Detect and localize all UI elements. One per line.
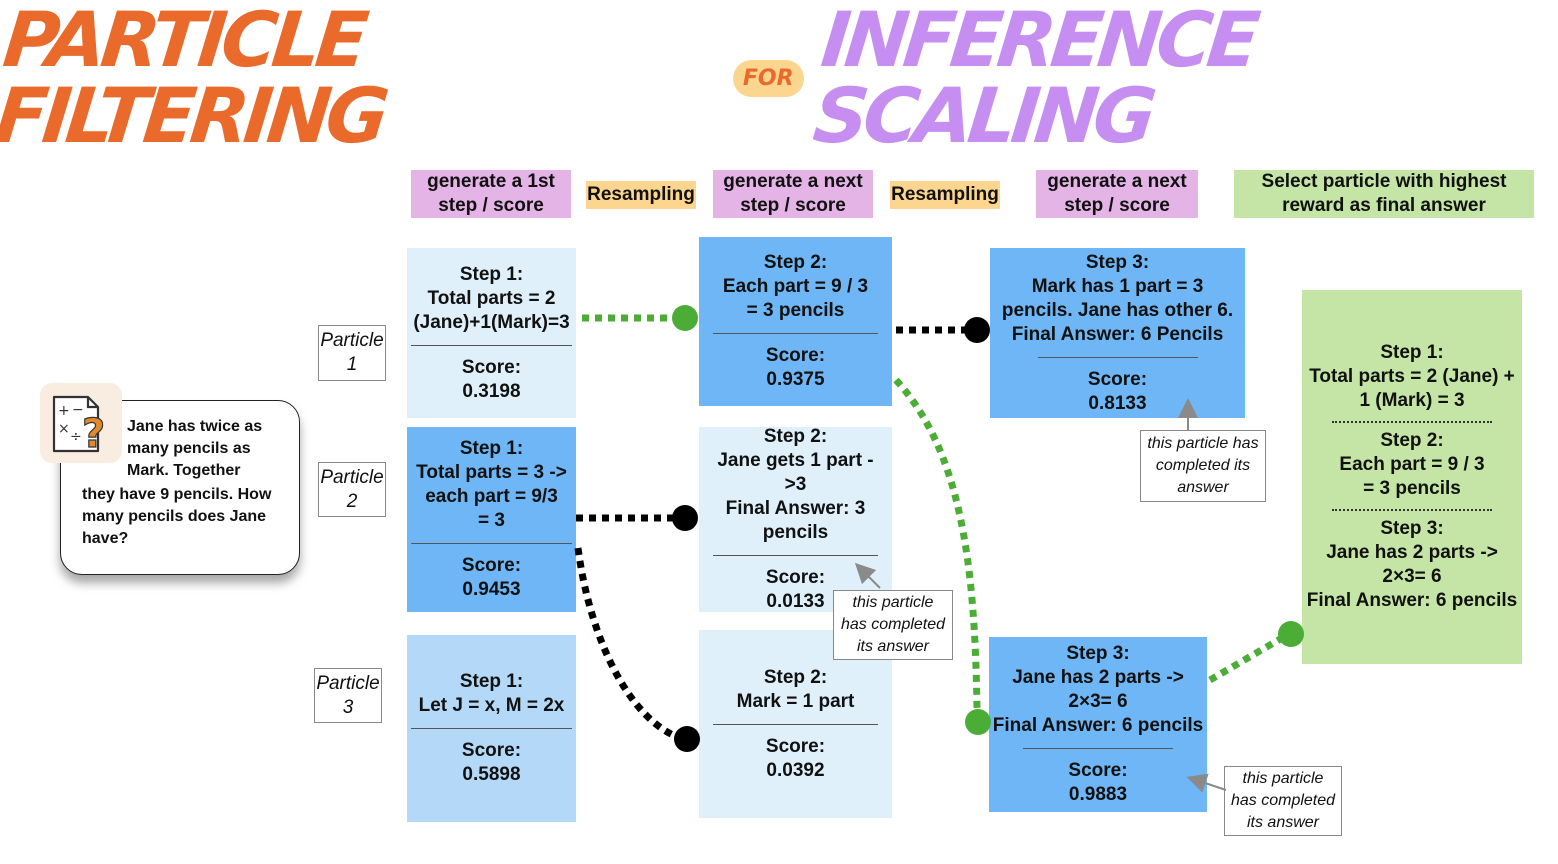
divider — [411, 543, 572, 544]
score-text: Score: 0.3198 — [461, 356, 522, 402]
link-node — [674, 726, 700, 752]
question-line: have? — [82, 530, 129, 547]
step3-box-a: Step 3: Mark has 1 part = 3 pencils. Jan… — [990, 248, 1245, 418]
header-generate-first-step: generate a 1st step / score — [411, 170, 571, 218]
step1-particle2-box: Step 1: Total parts = 3 -> each part = 9… — [407, 427, 576, 612]
score-text: Score: 0.8133 — [1087, 368, 1148, 414]
score-text: Score: 0.9883 — [1068, 760, 1128, 805]
question-line: many pencils does Jane — [82, 508, 267, 525]
step2-box-a: Step 2: Each part = 9 / 3 = 3 pencils Sc… — [699, 237, 892, 406]
step-text: Step 2: Jane gets 1 part ->3 Final Answe… — [717, 426, 874, 543]
completed-note-3: this particle has completed its answer — [1224, 766, 1342, 836]
link-p2-step1-to-step2-c — [574, 547, 682, 742]
step-text: Step 3: Mark has 1 part = 3 pencils. Jan… — [1001, 251, 1234, 345]
link-step2a-to-step3b — [893, 377, 981, 711]
link-step3b-to-final — [1208, 634, 1284, 684]
header-resampling-1: Resampling — [586, 181, 696, 209]
divider — [713, 333, 878, 334]
score-text: Score: 0.0133 — [765, 567, 826, 612]
header-select-final-answer: Select particle with highest reward as f… — [1234, 170, 1534, 218]
completed-note-2: this particle has completed its answer — [833, 590, 953, 660]
link-node — [1278, 621, 1304, 647]
final-step1-text: Step 1: Total parts = 2 (Jane) + 1 (Mark… — [1309, 342, 1515, 411]
step2-box-c: Step 2: Mark = 1 part Score: 0.0392 — [699, 630, 892, 818]
score-text: Score: 0.5898 — [461, 740, 522, 785]
header-resampling-2: Resampling — [890, 181, 1000, 209]
step-text: Step 2: Mark = 1 part — [736, 666, 855, 712]
particle-label-1: Particle 1 — [318, 325, 386, 381]
math-operations-question-icon: + − × ÷ ? — [40, 383, 122, 463]
step1-particle3-box: Step 1: Let J = x, M = 2x Score: 0.5898 — [407, 635, 576, 822]
divider — [411, 728, 572, 729]
question-card: Jane has twice as many pencils as Mark. … — [60, 400, 300, 575]
question-line: they have 9 pencils. How — [82, 486, 272, 503]
header-generate-next-step-3: generate a next step / score — [1036, 170, 1198, 218]
dotted-divider — [1332, 421, 1492, 423]
question-line: Jane has twice as — [127, 418, 263, 435]
step-text: Step 1: Let J = x, M = 2x — [418, 671, 565, 716]
dotted-divider — [1332, 509, 1492, 511]
title-connector-badge: FOR — [732, 59, 804, 97]
divider — [713, 723, 878, 725]
link-node — [672, 305, 698, 331]
score-text: Score: 0.9453 — [461, 555, 522, 600]
step-text: Step 1: Total parts = 3 -> each part = 9… — [416, 438, 567, 531]
final-step2-text: Step 2: Each part = 9 / 3 = 3 pencils — [1339, 430, 1485, 499]
step-text: Step 1: Total parts = 2 (Jane)+1(Mark)=3 — [413, 263, 570, 333]
header-generate-next-step-2: generate a next step / score — [713, 170, 873, 218]
step1-particle1-box: Step 1: Total parts = 2 (Jane)+1(Mark)=3… — [407, 248, 576, 418]
svg-text:?: ? — [82, 411, 105, 457]
particle-label-2: Particle 2 — [318, 462, 386, 517]
divider — [713, 555, 878, 556]
note-arrow-3 — [1186, 773, 1227, 793]
divider — [1037, 356, 1198, 358]
svg-text:+: + — [58, 403, 70, 419]
final-answer-box: Step 1: Total parts = 2 (Jane) + 1 (Mark… — [1302, 290, 1522, 664]
svg-text:−: − — [72, 402, 84, 418]
final-step3-text: Step 3: Jane has 2 parts -> 2×3= 6 Final… — [1306, 518, 1518, 611]
score-text: Score: 0.0392 — [765, 735, 826, 781]
svg-text:×: × — [58, 421, 70, 437]
link-node — [672, 505, 698, 531]
completed-note-1: this particle has completed its answer — [1140, 430, 1266, 502]
step-text: Step 2: Each part = 9 / 3 = 3 pencils — [722, 252, 869, 321]
step3-box-b: Step 3: Jane has 2 parts -> 2×3= 6 Final… — [989, 637, 1207, 812]
divider — [1023, 748, 1173, 749]
svg-text:÷: ÷ — [70, 429, 82, 445]
question-line: Mark. Together — [127, 462, 241, 479]
link-node — [964, 317, 990, 343]
note-arrow-2 — [854, 562, 881, 589]
step-text: Step 3: Jane has 2 parts -> 2×3= 6 Final… — [992, 643, 1204, 736]
page-title: PARTICLE FILTERING FOR INFERENCE SCALING — [0, 0, 1558, 160]
particle-label-3: Particle 3 — [314, 668, 382, 723]
question-line: many pencils as — [127, 440, 251, 457]
link-node — [965, 709, 991, 735]
divider — [411, 344, 572, 346]
score-text: Score: 0.9375 — [765, 345, 826, 390]
